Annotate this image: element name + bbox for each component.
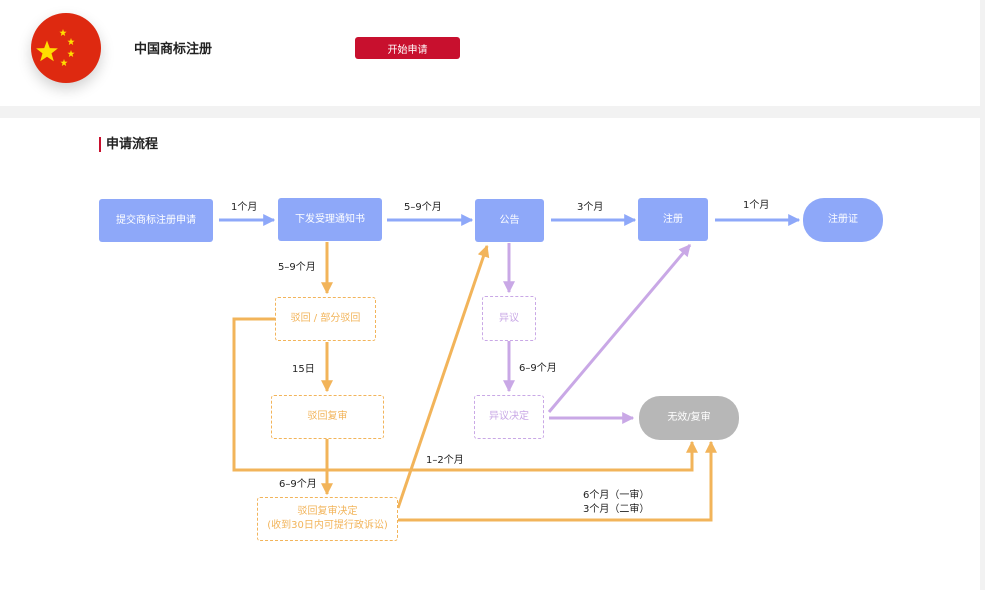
review-decision-title: 驳回复审决定	[297, 506, 358, 517]
label-notice-publish: 5–9个月	[404, 202, 442, 213]
node-registration: 注册	[638, 198, 708, 241]
node-publication: 公告	[475, 199, 544, 242]
section-title: 申请流程	[99, 137, 158, 152]
edge-decision-publish	[396, 244, 490, 509]
label-objection-decision: 6–9个月	[519, 363, 557, 374]
label-review-decision: 6–9个月	[279, 479, 317, 490]
edge-decision-invalid	[398, 440, 717, 522]
label-notice-reject: 5–9个月	[278, 262, 316, 273]
start-application-button[interactable]: 开始申请	[355, 37, 460, 59]
review-decision-note: (收到30日内可提行政诉讼)	[267, 520, 388, 531]
node-review-decision: 驳回复审决定 (收到30日内可提行政诉讼)	[257, 497, 398, 541]
node-invalid-review: 无效/复审	[639, 396, 739, 440]
label-submit-notice: 1个月	[231, 202, 258, 213]
node-rejection: 驳回 / 部分驳回	[275, 297, 376, 341]
edge-reject-invalid	[232, 317, 698, 472]
node-submit-application: 提交商标注册申请	[99, 199, 213, 242]
header-card	[0, 0, 980, 106]
node-rejection-review: 驳回复审	[271, 395, 384, 439]
label-second-instance: 3个月（二审）	[583, 504, 650, 515]
label-decision-publish: 1–2个月	[426, 455, 464, 466]
label-reject-review: 15日	[292, 364, 315, 375]
page-title: 中国商标注册	[134, 42, 213, 57]
node-certificate: 注册证	[803, 198, 883, 242]
node-acceptance-notice: 下发受理通知书	[278, 198, 382, 241]
label-publish-register: 3个月	[577, 202, 604, 213]
flow-card	[0, 118, 980, 590]
node-objection: 异议	[482, 296, 536, 341]
label-first-instance: 6个月（一审）	[583, 490, 650, 501]
china-flag-icon	[31, 13, 101, 83]
label-register-certificate: 1个月	[743, 200, 770, 211]
edge-decision-register	[547, 244, 692, 413]
node-objection-decision: 异议决定	[474, 395, 544, 439]
